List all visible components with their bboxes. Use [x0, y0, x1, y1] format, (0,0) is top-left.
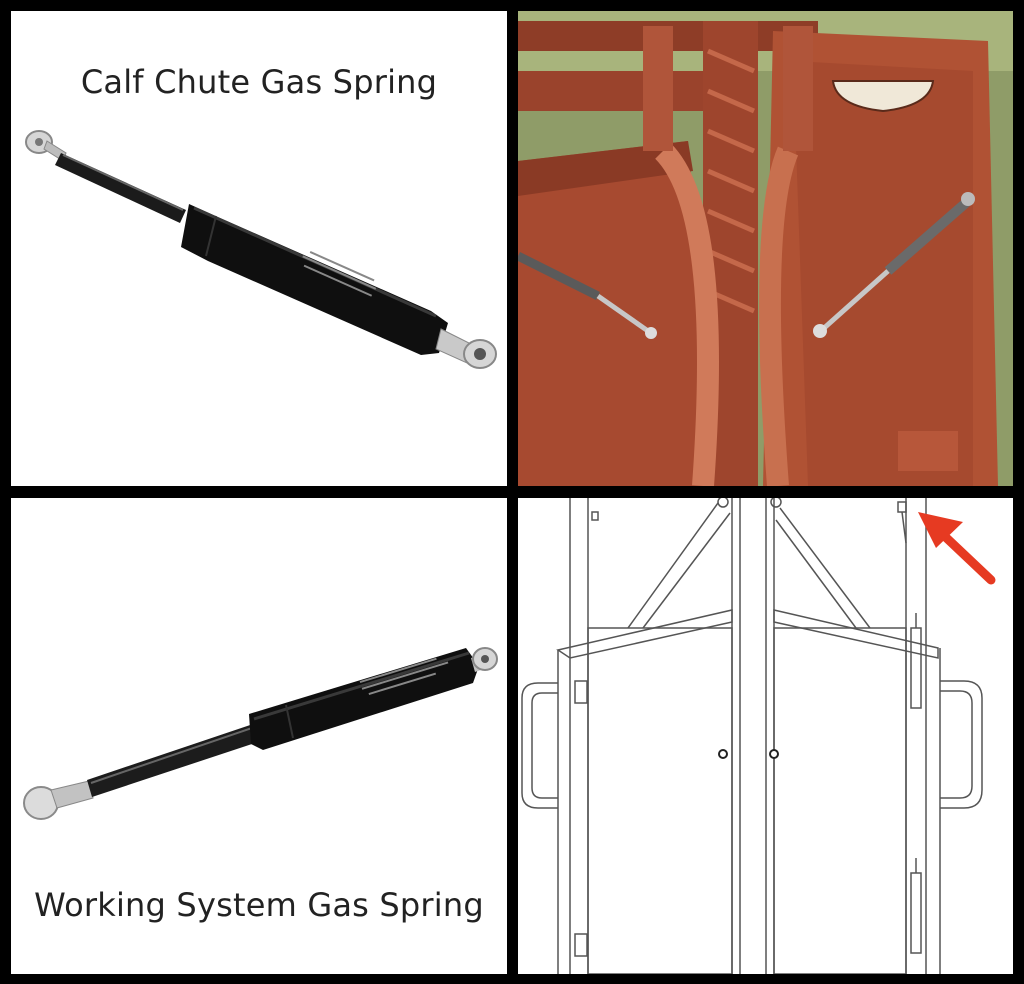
red-pointer-arrow: [918, 512, 996, 585]
working-system-gas-spring-panel: Working System Gas Spring: [11, 498, 507, 974]
installed-chute-photo: [518, 11, 1013, 486]
calf-chute-photo-illustration: [518, 11, 1013, 486]
working-system-gas-spring-image: [23, 647, 498, 820]
chute-technical-drawing: [518, 498, 1013, 974]
calf-chute-gas-spring-image: [25, 130, 497, 369]
calf-chute-gas-spring-panel: Calf Chute Gas Spring: [11, 11, 507, 486]
working-system-caption: Working System Gas Spring: [34, 886, 484, 924]
chute-line-drawing: [521, 498, 996, 974]
calf-chute-caption: Calf Chute Gas Spring: [80, 63, 438, 101]
